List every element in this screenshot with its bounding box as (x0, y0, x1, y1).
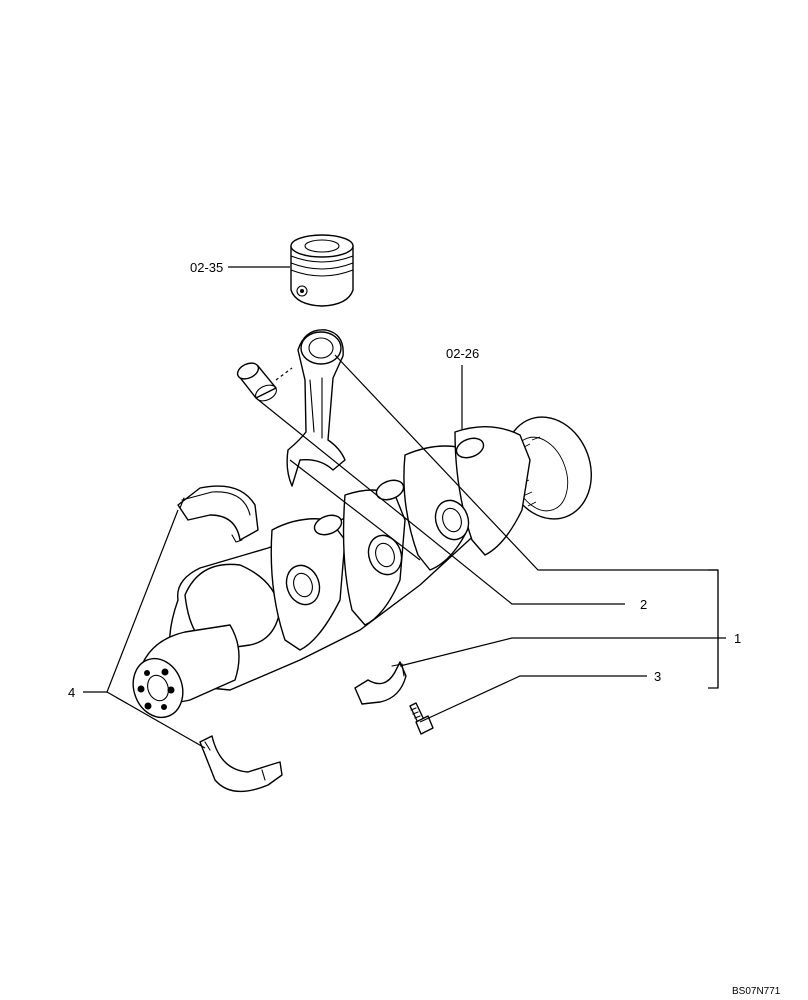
callout-crankshaft-group: 02-26 (446, 346, 479, 361)
callout-item-4: 4 (68, 685, 75, 700)
crankshaft (132, 416, 592, 719)
main-bearing-upper (177, 485, 259, 543)
reference-code: BS07N771 (732, 986, 781, 997)
callout-piston: 02-35 (190, 260, 223, 275)
piston (290, 234, 354, 307)
main-bearing-lower (199, 735, 283, 793)
callout-item-3: 3 (654, 669, 661, 684)
callout-item-2: 2 (640, 597, 647, 612)
leader-lines (83, 266, 726, 749)
connecting-rod (286, 329, 346, 487)
rod-bearing-shell (354, 661, 407, 705)
rod-bolt (409, 702, 434, 735)
small-end-bushing (236, 362, 293, 402)
callout-item-1: 1 (734, 631, 741, 646)
